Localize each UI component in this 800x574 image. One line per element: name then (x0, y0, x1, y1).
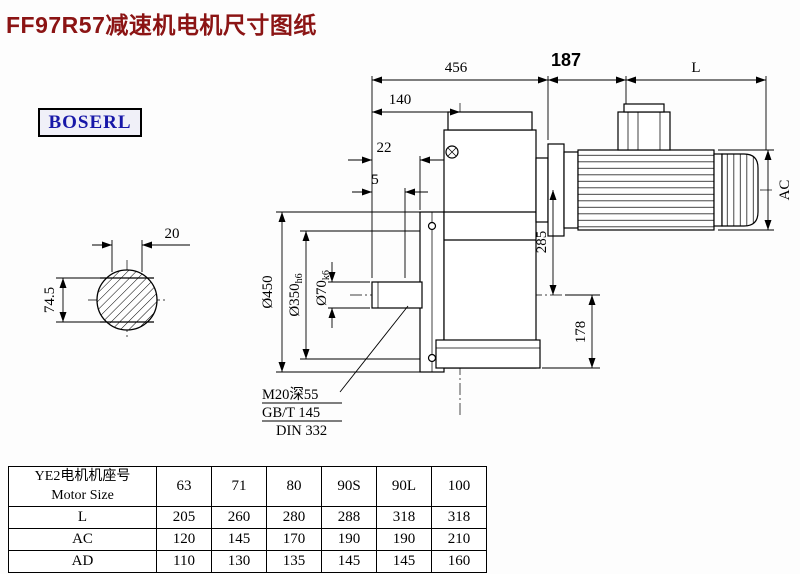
dim-label-L: L (691, 60, 700, 76)
page-title: FF97R57减速机电机尺寸图纸 (6, 12, 317, 38)
brand-logo-text: BOSERL (48, 111, 132, 133)
dimension-187: 187 (548, 50, 626, 84)
cell-L-2: 280 (266, 506, 322, 529)
shaft-end-notes: M20深55 GB/T 145 DIN 332 (262, 305, 409, 439)
header-cn-label: YE2电机机座号 (34, 469, 131, 485)
housing-top-cap (447, 111, 533, 131)
cell-AC-3: 190 (321, 528, 377, 551)
dim-label-74-5: 74.5 (42, 287, 58, 313)
size-column-71: 71 (211, 466, 267, 507)
cell-AC-0: 120 (156, 528, 212, 551)
flange-bolt-top (427, 221, 437, 231)
shaft-section-circle (96, 269, 158, 331)
size-column-63: 63 (156, 466, 212, 507)
dimension-178: 178 (542, 294, 600, 369)
cell-L-3: 288 (321, 506, 377, 529)
motor-front-shield (563, 151, 579, 229)
cell-AC-2: 170 (266, 528, 322, 551)
dimension-285: 285 (534, 190, 557, 295)
dimension-140: 140 (372, 92, 460, 116)
row-label-AD: AD (8, 550, 157, 573)
row-label-L: L (8, 506, 157, 529)
cell-L-0: 205 (156, 506, 212, 529)
dim-label-20: 20 (165, 226, 180, 242)
fan-cover (721, 153, 759, 227)
cell-AC-4: 190 (376, 528, 432, 551)
cell-AD-2: 135 (266, 550, 322, 573)
flange-bolt-bottom (427, 353, 437, 363)
dimension-dia450: Ø450 (260, 211, 420, 373)
terminal-box (617, 111, 671, 151)
motor-flange-ring (547, 143, 565, 237)
housing-base (435, 339, 541, 369)
output-shaft (371, 281, 423, 309)
header-en-label: Motor Size (51, 487, 114, 503)
note-din-standard: DIN 332 (276, 423, 327, 439)
gear-housing (443, 129, 537, 369)
motor-assembly (535, 103, 759, 237)
size-column-90S: 90S (321, 466, 377, 507)
technical-drawing: 74.5 20 (42, 50, 793, 439)
motor-body-fins (577, 149, 715, 231)
dimension-456: 456 (372, 60, 548, 84)
dimension-L: L (626, 60, 766, 84)
dim-label-AC: AC (777, 180, 793, 201)
motor-size-table: YE2电机机座号 Motor Size 63 71 80 90S 90L 100… (8, 466, 487, 573)
motor-adapter-neck (535, 157, 549, 223)
dim-label-22: 22 (377, 140, 392, 156)
dim-label-140: 140 (389, 92, 412, 108)
size-column-100: 100 (431, 466, 487, 507)
size-column-80: 80 (266, 466, 322, 507)
table-header-row: YE2电机机座号 Motor Size 63 71 80 90S 90L 100 (8, 466, 487, 507)
table-row-AD: AD 110 130 135 145 145 160 (8, 550, 487, 573)
dimensions: 456 187 L 140 22 (260, 50, 793, 439)
table-row-L: L 205 260 280 288 318 318 (8, 506, 487, 529)
cell-L-5: 318 (431, 506, 487, 529)
row-label-AC: AC (8, 528, 157, 551)
dimension-74-5: 74.5 (42, 277, 103, 323)
cell-AD-0: 110 (156, 550, 212, 573)
size-column-90L: 90L (376, 466, 432, 507)
dim-label-dia450: Ø450 (260, 275, 276, 308)
gearbox-main-view (350, 103, 772, 415)
table-row-AC: AC 120 145 170 190 190 210 (8, 528, 487, 551)
note-thread: M20深55 (262, 386, 318, 403)
dim-label-dia350: Ø350h6 (287, 273, 305, 316)
note-gb-standard: GB/T 145 (262, 405, 320, 421)
dim-label-456: 456 (445, 60, 468, 76)
cell-AD-4: 145 (376, 550, 432, 573)
brand-logo-box: BOSERL (38, 108, 142, 137)
cell-AD-1: 130 (211, 550, 267, 573)
dimension-5: 5 (352, 172, 428, 278)
dimension-AC: AC (718, 149, 793, 231)
cell-AC-5: 210 (431, 528, 487, 551)
dimension-20: 20 (92, 226, 190, 272)
dim-label-dia70: Ø70k6 (314, 270, 332, 306)
terminal-box-lid (623, 103, 665, 113)
dim-label-285: 285 (534, 231, 550, 254)
cell-L-1: 260 (211, 506, 267, 529)
cell-AC-1: 145 (211, 528, 267, 551)
shaft-section-view: 74.5 20 (42, 226, 190, 340)
cell-L-4: 318 (376, 506, 432, 529)
dimension-dia350: Ø350h6 (287, 230, 420, 360)
dim-label-5: 5 (371, 172, 379, 188)
dimension-22: 22 (348, 140, 444, 210)
dimension-dia70: Ø70k6 (314, 262, 370, 328)
dim-label-187: 187 (551, 50, 581, 70)
cell-AD-3: 145 (321, 550, 377, 573)
motor-size-header-cell: YE2电机机座号 Motor Size (8, 466, 157, 507)
dim-label-178: 178 (573, 321, 589, 344)
cell-AD-5: 160 (431, 550, 487, 573)
motor-end-ring (713, 153, 723, 227)
